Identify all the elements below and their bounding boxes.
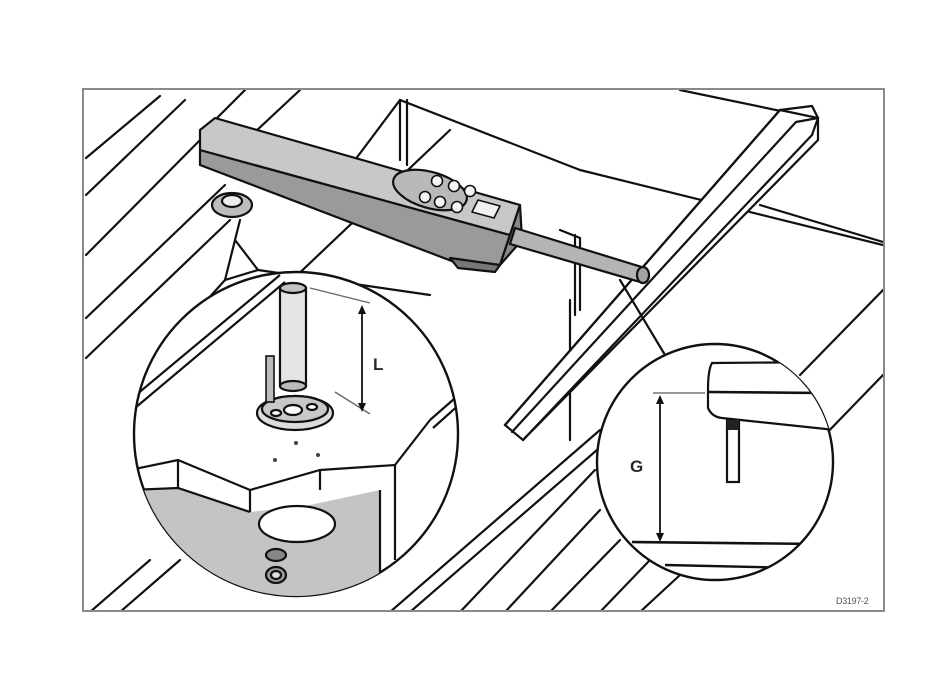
deck-lines-lower	[90, 128, 682, 610]
handheld-unit	[198, 116, 651, 285]
dimension-label-l: L	[373, 355, 384, 374]
figure-code: D3197-2	[836, 596, 869, 606]
callout-leader-right	[618, 278, 670, 362]
cockpit-box	[338, 98, 582, 442]
dimension-label-g: G	[630, 457, 644, 476]
detail-circle-left	[132, 270, 460, 598]
keypad-buttons	[418, 174, 477, 214]
